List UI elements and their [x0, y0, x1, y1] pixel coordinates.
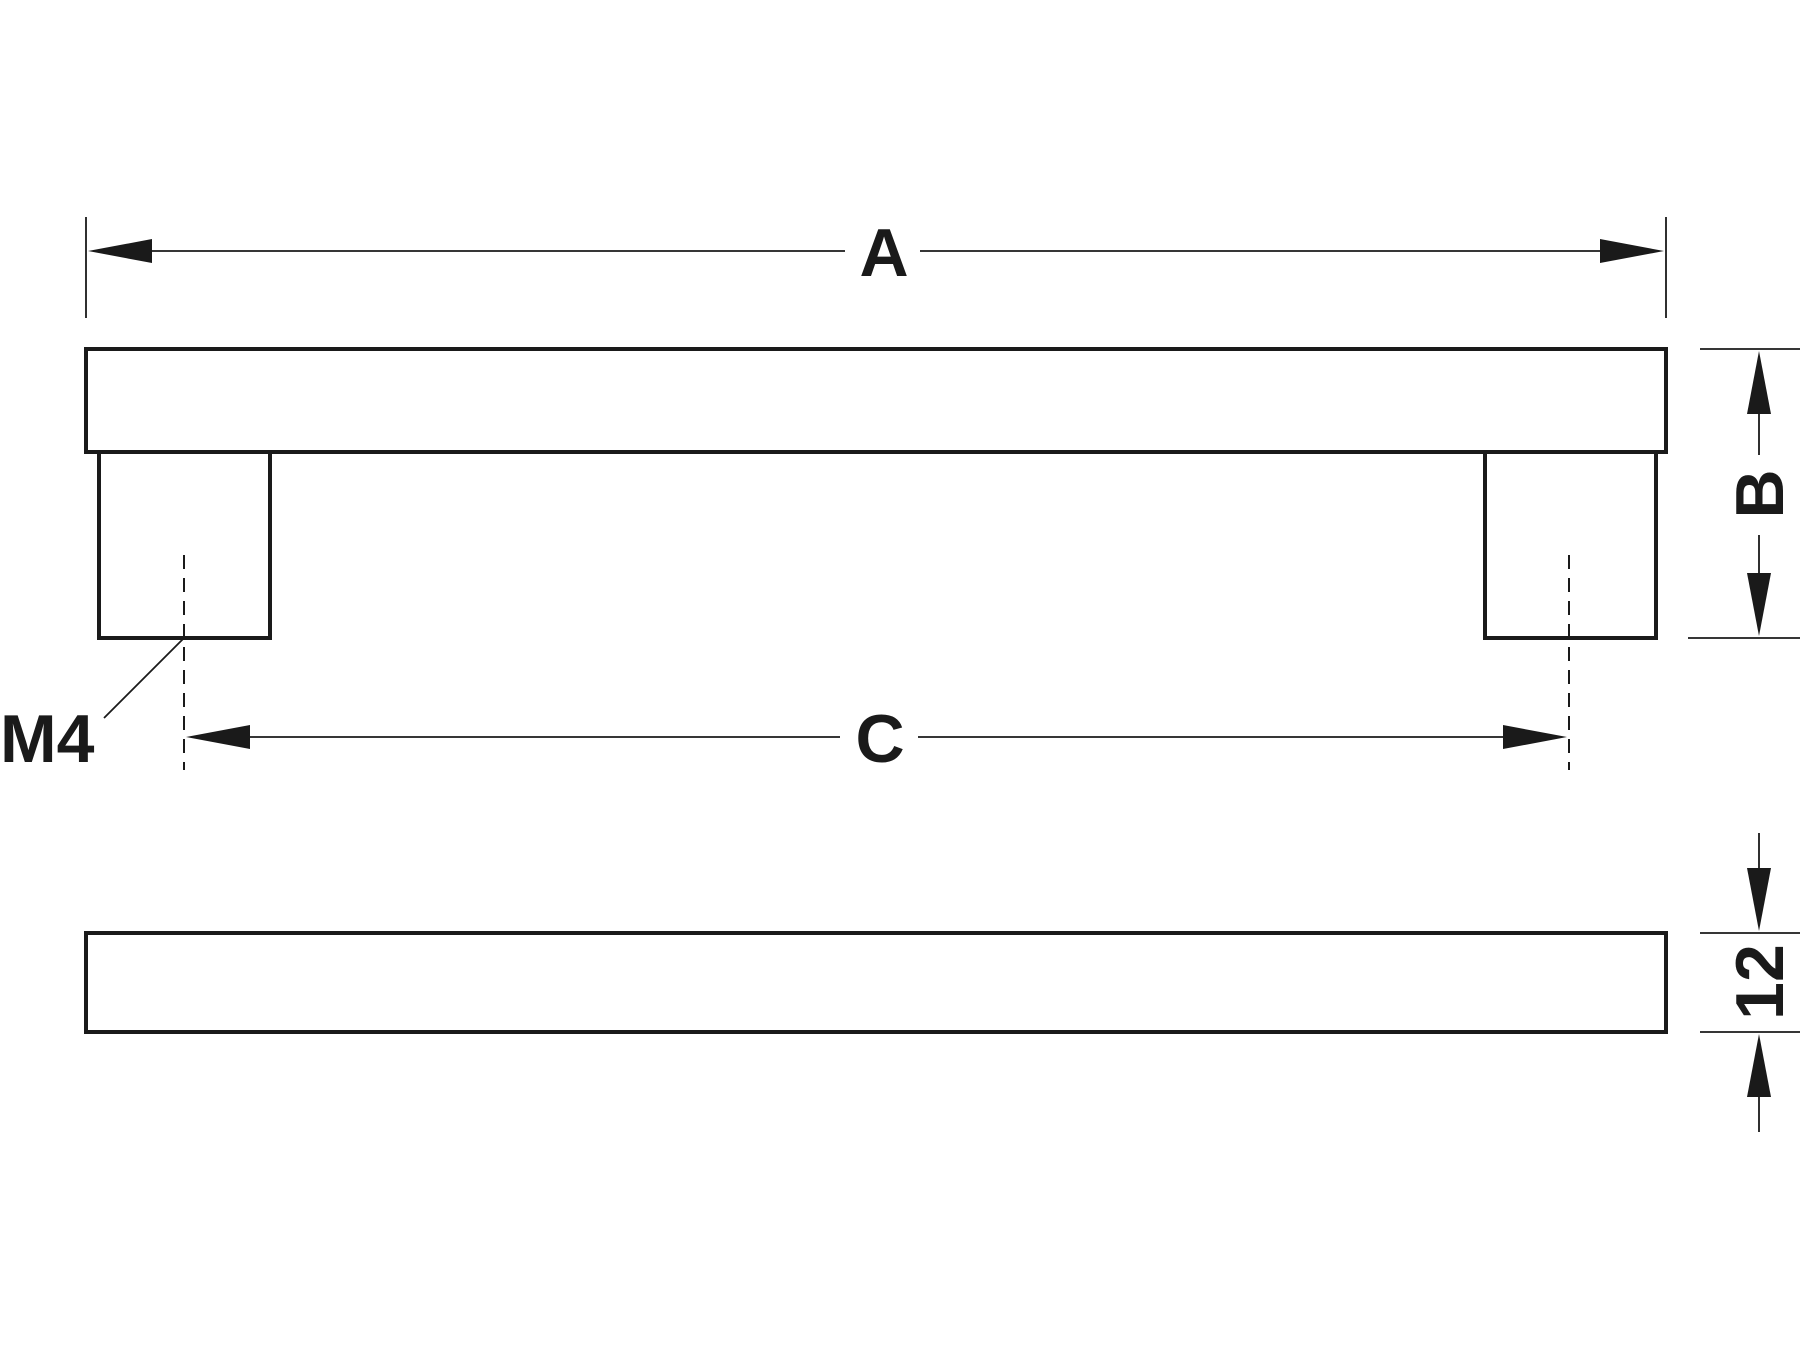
side-bar	[84, 931, 1668, 1034]
dimension-label-a: A	[859, 215, 908, 291]
arrowhead-right	[1503, 725, 1567, 749]
dimension-c: C	[186, 701, 1567, 777]
dimension-thickness: 12	[1700, 833, 1800, 1132]
dimension-label-b: B	[1722, 469, 1798, 518]
arrowhead-down	[1747, 573, 1771, 636]
thread-callout: M4	[0, 637, 185, 777]
dimension-label-thickness: 12	[1722, 944, 1798, 1020]
arrowhead-left	[186, 725, 250, 749]
dimension-b: B	[1688, 348, 1800, 639]
arrowhead-left	[88, 239, 152, 263]
leader-line	[103, 637, 185, 719]
right-leg	[1483, 450, 1658, 640]
handle-bar	[84, 347, 1668, 454]
dimension-label-c: C	[855, 701, 904, 777]
front-view	[84, 347, 1668, 770]
dimension-a: A	[85, 215, 1667, 318]
thread-label: M4	[0, 701, 95, 777]
side-view	[84, 931, 1668, 1034]
arrowhead-right	[1600, 239, 1664, 263]
arrowhead-down	[1747, 868, 1771, 931]
arrowhead-up	[1747, 1034, 1771, 1097]
arrowhead-up	[1747, 351, 1771, 414]
